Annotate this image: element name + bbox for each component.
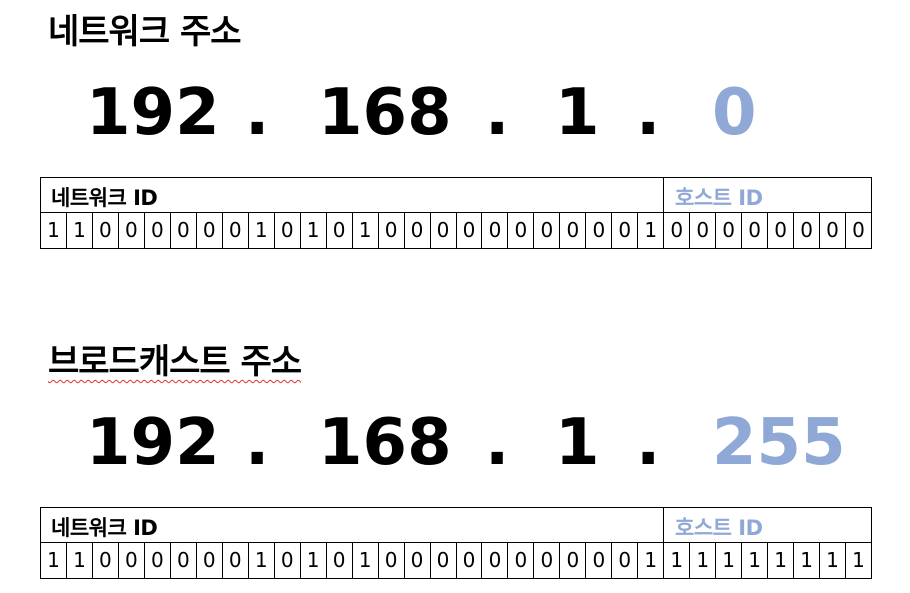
network-bit-table-header: 네트워크 ID 호스트 ID [41,178,871,213]
broadcast-octet-4: 255 [712,406,846,480]
bit-cell: 1 [852,548,865,572]
bit-cell: 0 [327,543,353,579]
bit-cell: 1 [638,213,665,249]
bit-cell: 0 [145,213,171,249]
bit-cell: 0 [534,213,561,249]
broadcast-bit-table-header: 네트워크 ID 호스트 ID [41,508,871,543]
bit-cell: 0 [223,213,249,249]
host-id-label: 호스트 ID [675,186,763,210]
broadcast-dot-2: . [485,406,510,480]
bit-cell: 0 [93,213,119,249]
bit-cell: 1 [664,543,691,579]
bit-cell: 0 [119,543,145,579]
bit-cell: 0 [742,213,769,249]
bit-cell: 0 [457,543,483,579]
bit-cell: 0 [664,213,691,249]
bit-cell: 1 [820,543,847,579]
bit-cell: 1 [794,543,821,579]
bit-cell: 0 [431,213,457,249]
network-octet-1: 192 [86,76,220,150]
network-id-label: 네트워크 ID [51,186,158,210]
bit-cell: 0 [171,543,197,579]
bit-cell: 1 [353,213,379,249]
bit-cell: 0 [275,543,301,579]
bit-cell: 0 [852,218,865,242]
header-divider [663,508,664,542]
broadcast-octet-1: 192 [86,406,220,480]
bit-cell: 1 [742,543,769,579]
broadcast-heading-text: 브로드캐스트 주소 [48,342,302,382]
bit-cell: 1 [67,213,93,249]
network-ip-display: 192 . 168 . 1 . 0 [0,68,910,158]
network-dot-3: . [636,76,661,150]
host-id-label: 호스트 ID [675,516,763,540]
broadcast-address-heading: 브로드캐스트 주소 [48,342,302,382]
bit-cell: 0 [690,213,717,249]
bit-cell: 0 [560,213,587,249]
header-divider [663,178,664,212]
bit-cell: 1 [638,543,665,579]
bit-cell: 0 [457,213,483,249]
bit-cell: 0 [197,543,223,579]
bit-cell: 0 [768,213,795,249]
bit-cell: 0 [405,543,431,579]
bit-cell: 0 [327,213,353,249]
bit-cell: 0 [586,543,613,579]
network-id-label: 네트워크 ID [51,516,158,540]
bit-cell: 0 [379,543,405,579]
network-address-heading: 네트워크 주소 [48,12,242,52]
bit-cell: 1 [41,213,67,249]
bit-cell: 0 [171,213,197,249]
broadcast-dot-1: . [245,406,270,480]
bit-cell: 1 [768,543,795,579]
bit-cell: 0 [586,213,613,249]
bit-cell: 0 [93,543,119,579]
bit-cell: 0 [275,213,301,249]
bit-cell: 0 [612,213,639,249]
bit-cell: 0 [534,543,561,579]
bit-cell: 0 [482,543,509,579]
network-octet-2: 168 [318,76,452,150]
network-octet-3: 1 [555,76,600,150]
broadcast-dot-3: . [636,406,661,480]
bit-cell: 0 [716,213,743,249]
broadcast-octet-3: 1 [555,406,600,480]
bit-cell: 0 [405,213,431,249]
bit-cell: 1 [353,543,379,579]
bit-cell: 0 [197,213,223,249]
bit-cell: 1 [716,543,743,579]
bit-cell: 1 [67,543,93,579]
bit-cell: 0 [223,543,249,579]
bit-cell: 0 [482,213,509,249]
broadcast-octet-2: 168 [318,406,452,480]
bit-cell: 0 [612,543,639,579]
network-dot-1: . [245,76,270,150]
bit-cell: 0 [431,543,457,579]
bit-cell: 0 [379,213,405,249]
bit-cell: 0 [119,213,145,249]
bit-cell: 0 [508,543,535,579]
bit-cell: 1 [41,543,67,579]
bit-cell: 1 [301,543,327,579]
network-dot-2: . [485,76,510,150]
bit-cell: 1 [249,543,275,579]
bit-cell: 0 [560,543,587,579]
bit-cell: 1 [690,543,717,579]
broadcast-ip-display: 192 . 168 . 1 . 255 [0,398,910,488]
network-octet-4: 0 [712,76,757,150]
bit-cell: 0 [794,213,821,249]
bit-cell: 0 [820,213,847,249]
bit-cell: 1 [249,213,275,249]
bit-cell: 0 [145,543,171,579]
bit-cell: 1 [301,213,327,249]
bit-cell: 0 [508,213,535,249]
